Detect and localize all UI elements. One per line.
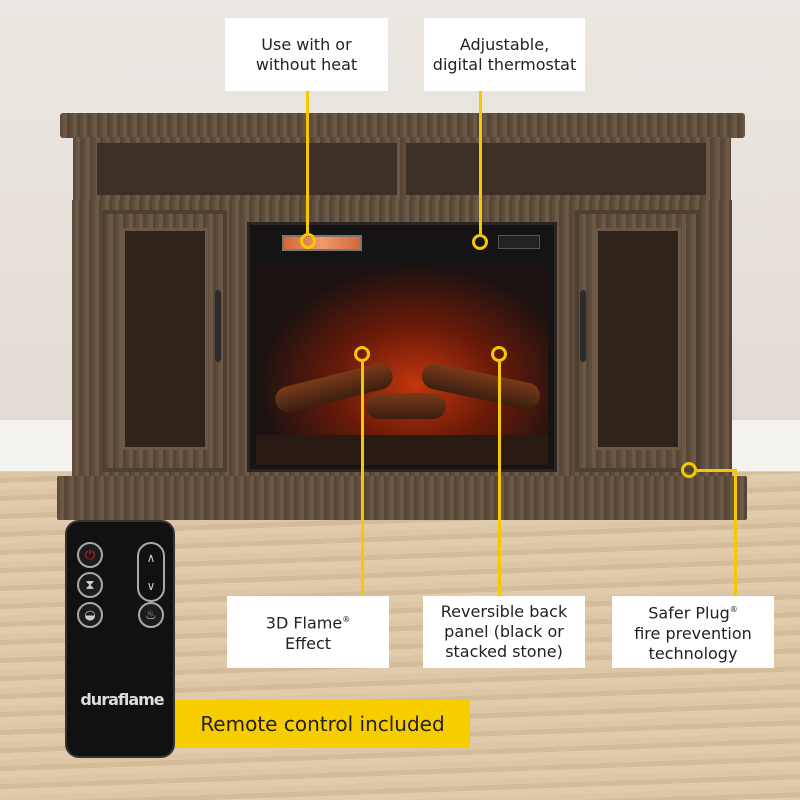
callout-line bbox=[498, 362, 501, 596]
callout-thermostat: Adjustable,digital thermostat bbox=[424, 18, 585, 91]
shelf-cubby-right bbox=[406, 143, 706, 195]
thermostat-display bbox=[498, 235, 540, 249]
right-door-handle bbox=[580, 290, 586, 362]
remote-banner: Remote control included bbox=[175, 700, 470, 748]
callout-dot bbox=[354, 346, 370, 362]
console-top bbox=[60, 113, 745, 138]
shelf-cubby-left bbox=[97, 143, 397, 195]
callout-line bbox=[697, 469, 736, 472]
door-glass bbox=[122, 228, 208, 450]
infrared-heater bbox=[282, 235, 362, 251]
callout-text: technology bbox=[648, 643, 738, 663]
log bbox=[366, 393, 446, 419]
callout-text: Reversible back bbox=[440, 602, 568, 621]
callout-dot bbox=[681, 462, 697, 478]
down-icon: ∨ bbox=[146, 579, 156, 593]
left-glass-door bbox=[102, 210, 227, 472]
callout-line bbox=[734, 469, 737, 596]
callout-text: 3D Flame bbox=[265, 613, 343, 633]
ember-bed bbox=[256, 435, 548, 465]
callout-text: Use with or bbox=[261, 34, 352, 54]
up-icon: ∧ bbox=[146, 551, 156, 565]
callout-text: Adjustable, bbox=[459, 34, 550, 54]
up-down-rocker: ∧∨ bbox=[137, 542, 165, 602]
callout-line bbox=[479, 91, 482, 234]
callout-text: panel (black or bbox=[444, 622, 564, 641]
power-icon: ⏻ bbox=[77, 542, 103, 568]
console-base bbox=[57, 476, 747, 520]
callout-dot bbox=[491, 346, 507, 362]
callout-text: Safer Plug bbox=[648, 603, 730, 623]
registered-mark: ® bbox=[342, 615, 351, 625]
callout-line bbox=[361, 362, 364, 596]
callout-text: Effect bbox=[284, 633, 332, 653]
callout-dot bbox=[472, 234, 488, 250]
left-door-handle bbox=[215, 290, 221, 362]
callout-text: stacked stone) bbox=[445, 642, 563, 661]
flame-firebox bbox=[256, 265, 548, 465]
remote-control: ⏻ ⧗ ◒ ∧∨ ♨ duraflame bbox=[65, 520, 175, 758]
timer-icon: ⧗ bbox=[77, 572, 103, 598]
thermostat-icon: ◒ bbox=[77, 602, 103, 628]
callout-dot bbox=[300, 233, 316, 249]
banner-text: Remote control included bbox=[200, 712, 445, 736]
door-glass bbox=[595, 228, 681, 450]
duraflame-logo: duraflame bbox=[80, 690, 164, 709]
callout-text: digital thermostat bbox=[432, 54, 577, 74]
callout-text: without heat bbox=[255, 54, 358, 74]
registered-mark: ® bbox=[729, 605, 738, 615]
callout-line bbox=[306, 91, 309, 233]
callout-3d-flame: 3D Flame® Effect bbox=[227, 596, 389, 668]
callout-text: fire prevention bbox=[634, 623, 752, 643]
right-glass-door bbox=[575, 210, 700, 472]
fireplace-insert bbox=[247, 222, 557, 472]
flame-icon: ♨ bbox=[138, 602, 164, 628]
